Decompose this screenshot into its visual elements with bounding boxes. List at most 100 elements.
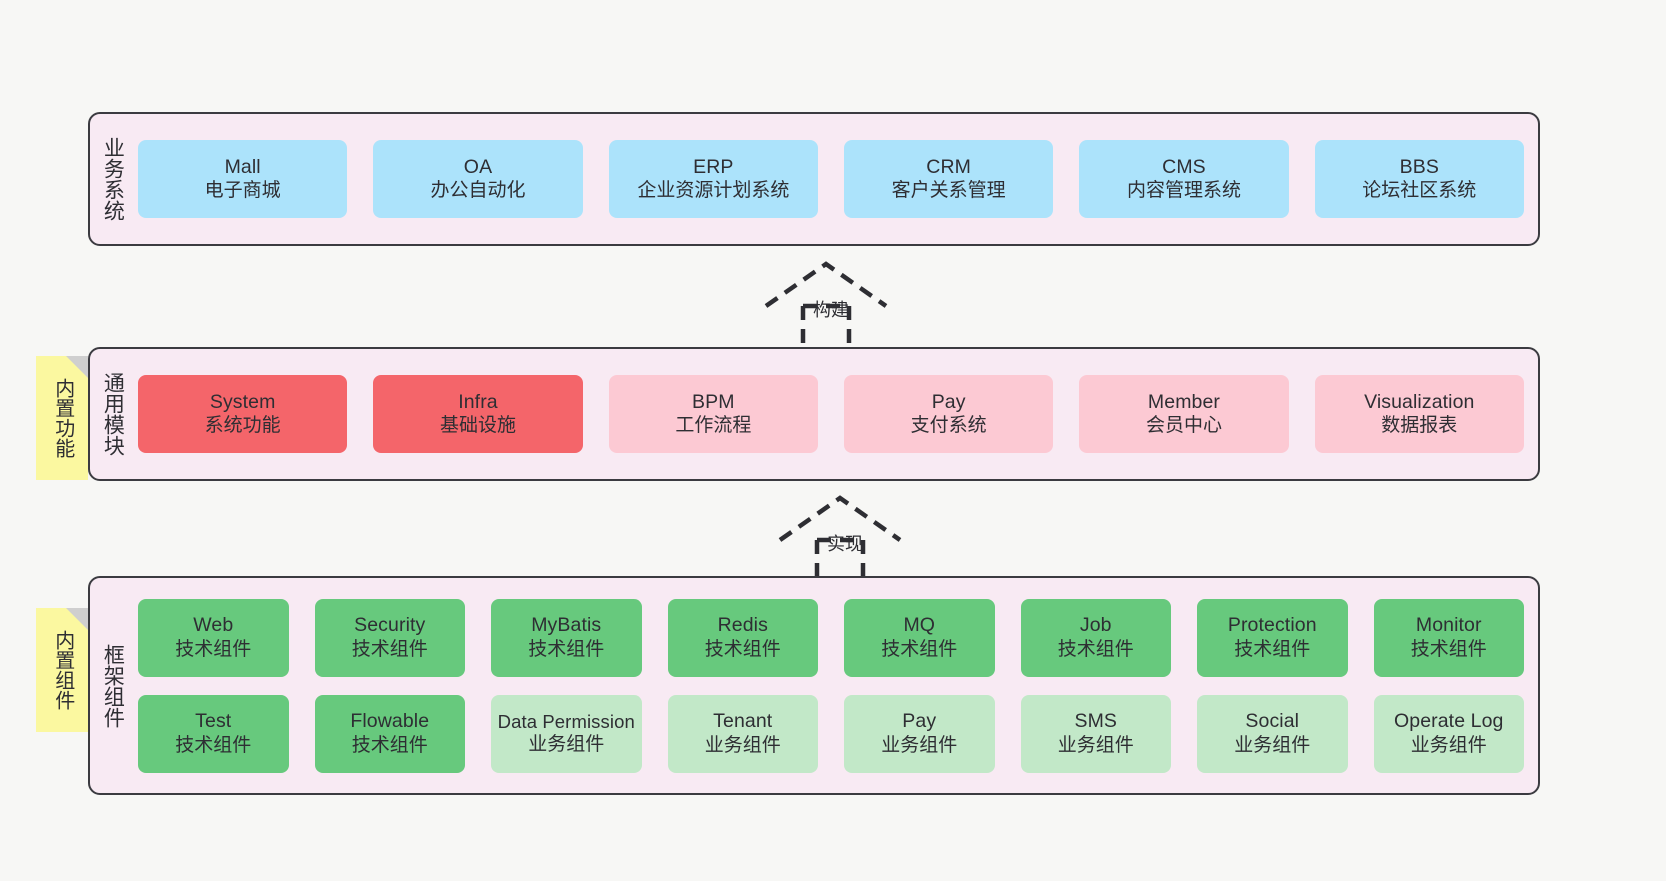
section-label-business-system: 业务系统: [101, 137, 125, 221]
card-protection[interactable]: Protection 技术组件: [1197, 598, 1348, 677]
card-title-cn: 业务组件: [1234, 734, 1311, 756]
card-title-en: Test: [195, 710, 232, 733]
card-tenant[interactable]: Tenant 业务组件: [667, 694, 818, 773]
card-title-cn: 技术组件: [351, 638, 428, 660]
section-framework-component: 框架组件 Web 技术组件 Security 技术组件 MyBatis 技术组件…: [88, 576, 1540, 795]
connector-build-label: 构建: [813, 300, 849, 320]
card-row: Web 技术组件 Security 技术组件 MyBatis 技术组件 Redi…: [138, 598, 1524, 677]
card-cms[interactable]: CMS 内容管理系统: [1079, 140, 1289, 218]
card-row: Test 技术组件 Flowable 技术组件 Data Permission …: [138, 694, 1524, 773]
card-title-en: BPM: [692, 390, 735, 413]
note-label: 内置功能: [51, 378, 74, 458]
card-bpm[interactable]: BPM 工作流程: [608, 375, 818, 453]
card-pay[interactable]: Pay 支付系统: [843, 375, 1054, 453]
card-title-en: CMS: [1162, 155, 1206, 178]
card-title-cn: 电子商城: [204, 180, 281, 202]
card-mq[interactable]: MQ 技术组件: [844, 598, 995, 677]
card-title-cn: 业务组件: [881, 734, 958, 756]
card-title-cn: 基础设施: [439, 415, 516, 437]
card-title-en: System: [209, 390, 276, 413]
card-title-cn: 支付系统: [910, 415, 987, 437]
card-flowable[interactable]: Flowable 技术组件: [314, 694, 465, 773]
card-pay-component[interactable]: Pay 业务组件: [844, 694, 995, 773]
card-title-cn: 会员中心: [1145, 415, 1222, 437]
card-title-cn: 业务组件: [1410, 734, 1487, 756]
card-title-cn: 论坛社区系统: [1362, 180, 1477, 202]
card-title-en: Flowable: [350, 710, 430, 733]
card-data-permission[interactable]: Data Permission 业务组件: [491, 694, 642, 773]
card-title-en: Data Permission: [497, 710, 635, 732]
card-operate-log[interactable]: Operate Log 业务组件: [1373, 694, 1524, 773]
card-oa[interactable]: OA 办公自动化: [373, 140, 583, 218]
card-title-en: Job: [1079, 614, 1112, 637]
card-social[interactable]: Social 业务组件: [1197, 694, 1348, 773]
section-body-framework-component: Web 技术组件 Security 技术组件 MyBatis 技术组件 Redi…: [134, 578, 1538, 793]
note-fold-corner-icon: [66, 356, 88, 378]
card-title-en: Tenant: [713, 710, 773, 733]
connector-implement-svg: [778, 495, 902, 587]
card-title-en: ERP: [693, 155, 734, 178]
card-title-en: Redis: [717, 614, 768, 637]
card-title-en: Visualization: [1364, 390, 1475, 413]
note-builtin-component: 内置组件: [36, 608, 88, 732]
card-title-cn: 办公自动化: [430, 180, 526, 202]
note-builtin-function: 内置功能: [36, 356, 88, 480]
card-title-en: Protection: [1227, 614, 1317, 637]
card-infra[interactable]: Infra 基础设施: [373, 375, 583, 453]
card-security[interactable]: Security 技术组件: [314, 598, 465, 677]
card-bbs[interactable]: BBS 论坛社区系统: [1314, 140, 1524, 218]
card-title-cn: 数据报表: [1381, 415, 1458, 437]
section-body-business-system: Mall 电子商城 OA 办公自动化 ERP 企业资源计划系统 CRM 客户关系…: [134, 114, 1538, 244]
section-body-common-module: System 系统功能 Infra 基础设施 BPM 工作流程 Pay 支付系统…: [134, 349, 1538, 479]
card-redis[interactable]: Redis 技术组件: [667, 598, 818, 677]
card-mybatis[interactable]: MyBatis 技术组件: [491, 598, 642, 677]
note-label: 内置组件: [51, 630, 74, 710]
card-sms[interactable]: SMS 业务组件: [1020, 694, 1171, 773]
card-title-en: OA: [463, 155, 493, 178]
card-row: System 系统功能 Infra 基础设施 BPM 工作流程 Pay 支付系统…: [138, 375, 1524, 453]
connector-build-svg: [764, 261, 888, 353]
card-test[interactable]: Test 技术组件: [138, 694, 289, 773]
card-title-cn: 工作流程: [675, 415, 752, 437]
card-erp[interactable]: ERP 企业资源计划系统: [608, 140, 818, 218]
card-title-en: Pay: [931, 390, 966, 413]
card-title-en: Social: [1245, 710, 1300, 733]
section-common-module: 通用模块 System 系统功能 Infra 基础设施 BPM 工作流程 Pay…: [88, 347, 1540, 481]
card-title-en: Web: [193, 614, 234, 637]
card-title-en: Mall: [224, 155, 261, 178]
card-title-en: MQ: [903, 614, 936, 637]
card-title-cn: 技术组件: [175, 734, 252, 756]
card-crm[interactable]: CRM 客户关系管理: [843, 140, 1054, 218]
card-title-cn: 技术组件: [1410, 638, 1487, 660]
card-title-en: BBS: [1399, 155, 1439, 178]
card-title-en: CRM: [926, 155, 971, 178]
note-fold-corner-icon: [66, 608, 88, 630]
card-mall[interactable]: Mall 电子商城: [138, 140, 348, 218]
card-title-en: Member: [1147, 390, 1221, 413]
card-title-cn: 技术组件: [1234, 638, 1311, 660]
card-web[interactable]: Web 技术组件: [138, 598, 289, 677]
section-label-common-module: 通用模块: [101, 372, 125, 456]
card-title-cn: 内容管理系统: [1126, 180, 1241, 202]
card-title-cn: 技术组件: [351, 734, 428, 756]
card-title-cn: 业务组件: [1057, 734, 1134, 756]
card-title-cn: 业务组件: [704, 734, 781, 756]
card-monitor[interactable]: Monitor 技术组件: [1373, 598, 1524, 677]
card-title-cn: 技术组件: [1057, 638, 1134, 660]
card-job[interactable]: Job 技术组件: [1020, 598, 1171, 677]
connector-implement-label: 实现: [827, 534, 863, 554]
connector-build: 构建: [756, 258, 906, 353]
card-member[interactable]: Member 会员中心: [1079, 375, 1289, 453]
connector-implement: 实现: [770, 492, 920, 587]
card-system[interactable]: System 系统功能: [138, 375, 348, 453]
card-title-cn: 技术组件: [704, 638, 781, 660]
card-title-en: Monitor: [1415, 614, 1482, 637]
section-business-system: 业务系统 Mall 电子商城 OA 办公自动化 ERP 企业资源计划系统 CRM…: [88, 112, 1540, 246]
card-title-cn: 业务组件: [528, 734, 605, 756]
card-title-en: Pay: [902, 710, 937, 733]
card-title-en: SMS: [1074, 710, 1118, 733]
card-title-cn: 系统功能: [204, 415, 281, 437]
card-visualization[interactable]: Visualization 数据报表: [1314, 375, 1524, 453]
card-title-cn: 客户关系管理: [891, 180, 1006, 202]
